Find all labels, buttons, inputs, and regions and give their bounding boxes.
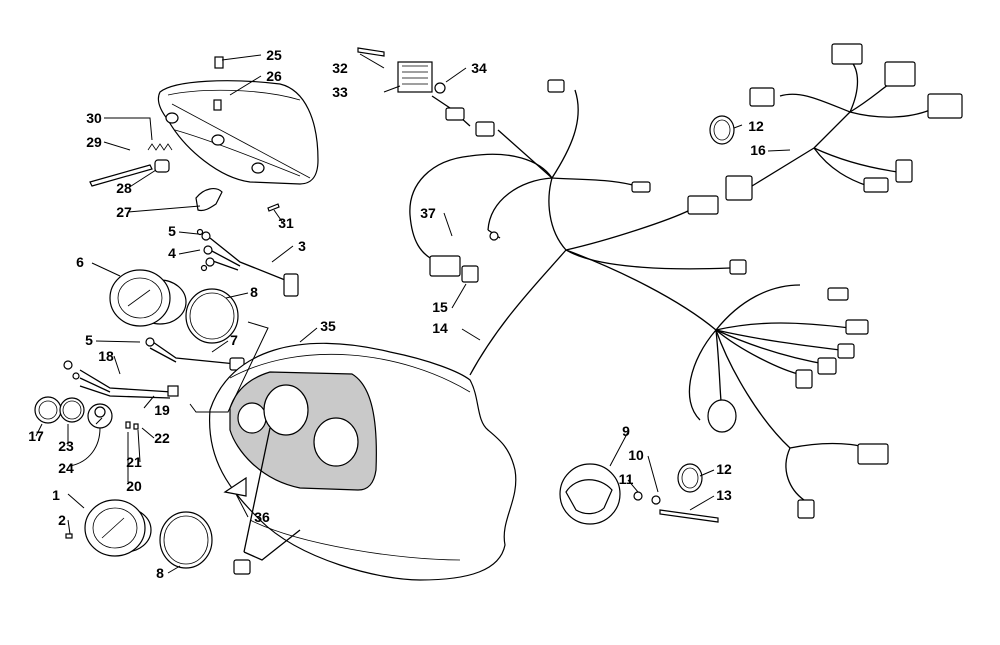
callout-19[interactable]: 19 <box>154 402 170 418</box>
callout-5b[interactable]: 5 <box>85 332 93 348</box>
callout-11[interactable]: 11 <box>619 471 634 487</box>
dash-console <box>208 342 517 581</box>
relay-assembly <box>357 47 495 137</box>
callout-26[interactable]: 26 <box>266 68 282 84</box>
callout-labels: 1 2 3 4 5 5 6 7 8 8 9 10 11 12 12 13 14 … <box>28 47 766 581</box>
callout-27[interactable]: 27 <box>116 204 132 220</box>
tachometer-assembly <box>559 463 719 525</box>
callout-8a[interactable]: 8 <box>250 284 258 300</box>
callout-37[interactable]: 37 <box>420 205 436 221</box>
callout-2[interactable]: 2 <box>58 512 66 528</box>
leader-lines <box>35 53 791 574</box>
callout-8b[interactable]: 8 <box>156 565 164 581</box>
callout-35[interactable]: 35 <box>320 318 336 334</box>
callout-10[interactable]: 10 <box>628 447 644 463</box>
callout-23[interactable]: 23 <box>58 438 74 454</box>
callout-25[interactable]: 25 <box>266 47 282 63</box>
callout-24[interactable]: 24 <box>58 460 74 476</box>
callout-1[interactable]: 1 <box>52 487 60 503</box>
wiring-harness <box>409 43 963 519</box>
callout-7[interactable]: 7 <box>230 332 238 348</box>
callout-3[interactable]: 3 <box>298 238 306 254</box>
callout-12b[interactable]: 12 <box>716 461 732 477</box>
callout-34[interactable]: 34 <box>471 60 487 76</box>
callout-16[interactable]: 16 <box>750 142 766 158</box>
callout-22[interactable]: 22 <box>154 430 170 446</box>
callout-14[interactable]: 14 <box>432 320 448 336</box>
callout-12a[interactable]: 12 <box>748 118 764 134</box>
callout-29[interactable]: 29 <box>86 134 102 150</box>
callout-18[interactable]: 18 <box>98 348 114 364</box>
callout-31[interactable]: 31 <box>278 215 294 231</box>
callout-5a[interactable]: 5 <box>168 223 176 239</box>
callout-6[interactable]: 6 <box>76 254 84 270</box>
headlight-assembly <box>89 56 319 212</box>
callout-4[interactable]: 4 <box>168 245 176 261</box>
callout-36[interactable]: 36 <box>254 509 270 525</box>
callout-28[interactable]: 28 <box>116 180 132 196</box>
callout-30[interactable]: 30 <box>86 110 102 126</box>
callout-33[interactable]: 33 <box>332 84 348 100</box>
gauge-assembly <box>34 228 299 569</box>
callout-21[interactable]: 21 <box>126 454 142 470</box>
callout-32[interactable]: 32 <box>332 60 348 76</box>
callout-15[interactable]: 15 <box>432 299 448 315</box>
callout-13[interactable]: 13 <box>716 487 732 503</box>
callout-17[interactable]: 17 <box>28 428 44 444</box>
callout-9[interactable]: 9 <box>622 423 630 439</box>
callout-20[interactable]: 20 <box>126 478 142 494</box>
